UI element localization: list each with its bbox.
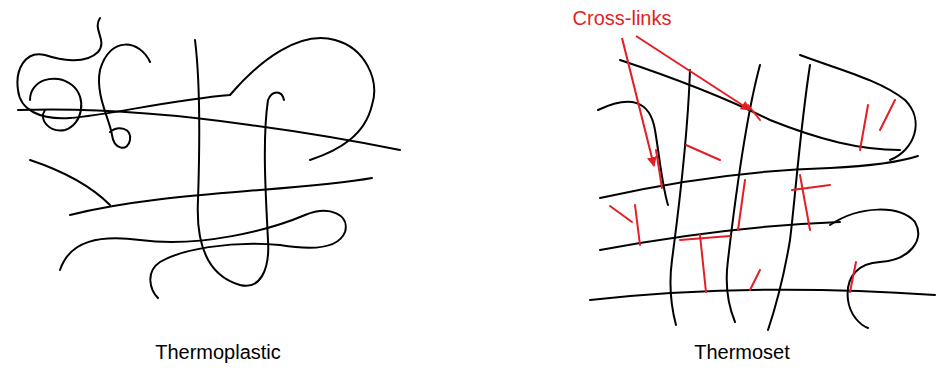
- cross-link: [850, 262, 856, 292]
- polymer-chain: [600, 222, 840, 250]
- cross-link: [610, 206, 632, 222]
- polymer-chain: [598, 102, 668, 205]
- polymer-chain: [17, 18, 374, 160]
- cross-link: [738, 180, 745, 230]
- callout-label: Cross-links: [573, 6, 672, 30]
- cross-link: [800, 175, 810, 230]
- polymer-chain: [60, 211, 346, 298]
- polymer-chain: [590, 290, 935, 300]
- cross-link: [750, 270, 760, 290]
- cross-link: [880, 100, 895, 130]
- cross-link: [792, 185, 830, 190]
- polymer-chain: [30, 160, 110, 205]
- polymer-chain: [70, 178, 372, 215]
- polymer-chain: [727, 65, 760, 322]
- cross-link: [700, 235, 706, 292]
- caption-label: Thermoset: [694, 340, 790, 364]
- leader-arrows: [622, 36, 750, 166]
- cross-link: [635, 205, 640, 245]
- cross-link: [860, 105, 868, 150]
- thermoplastic-chains: [17, 18, 400, 298]
- cross-link: [680, 236, 730, 240]
- cross-links: [610, 100, 895, 292]
- polymer-chain: [768, 65, 810, 330]
- cross-link: [656, 150, 662, 188]
- thermoset-chains: [590, 55, 935, 330]
- polymer-chain: [800, 55, 916, 160]
- cross-link: [748, 105, 760, 120]
- polymer-chain: [18, 110, 400, 150]
- polymer-chain: [195, 40, 284, 286]
- polymer-chain: [670, 70, 690, 325]
- polymer-chain: [99, 45, 150, 148]
- leader-arrow: [636, 36, 750, 110]
- caption-label: Thermoplastic: [155, 340, 281, 364]
- polymer-chain: [600, 156, 918, 198]
- polymer-chain: [620, 60, 900, 150]
- polymer-chain: [830, 210, 918, 328]
- cross-link: [686, 145, 720, 160]
- leader-arrow: [622, 38, 654, 166]
- polymer-chain: [30, 79, 81, 131]
